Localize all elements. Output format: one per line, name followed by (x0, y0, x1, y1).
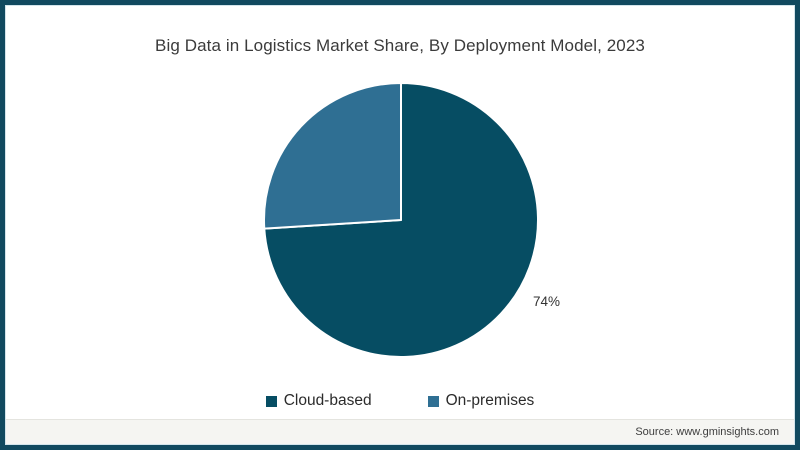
legend-item-cloud-based: Cloud-based (265, 392, 372, 410)
legend-swatch (427, 395, 439, 407)
source-attribution: Source: www.gminsights.com (635, 426, 779, 438)
pie-chart (263, 82, 539, 358)
cloud-based-value-label: 74% (533, 294, 561, 309)
pie-slice-on-premises (263, 82, 402, 230)
legend-label-cloud-based: Cloud-based (283, 392, 372, 409)
legend: Cloud-based On-premises (0, 392, 800, 410)
pie-chart-area (254, 73, 548, 367)
chart-title: Big Data in Logistics Market Share, By D… (155, 36, 645, 55)
legend-label-on-premises: On-premises (445, 392, 535, 409)
legend-item-on-premises: On-premises (427, 392, 535, 410)
legend-swatch (265, 395, 277, 407)
footer-strip: Source: www.gminsights.com (6, 419, 794, 444)
